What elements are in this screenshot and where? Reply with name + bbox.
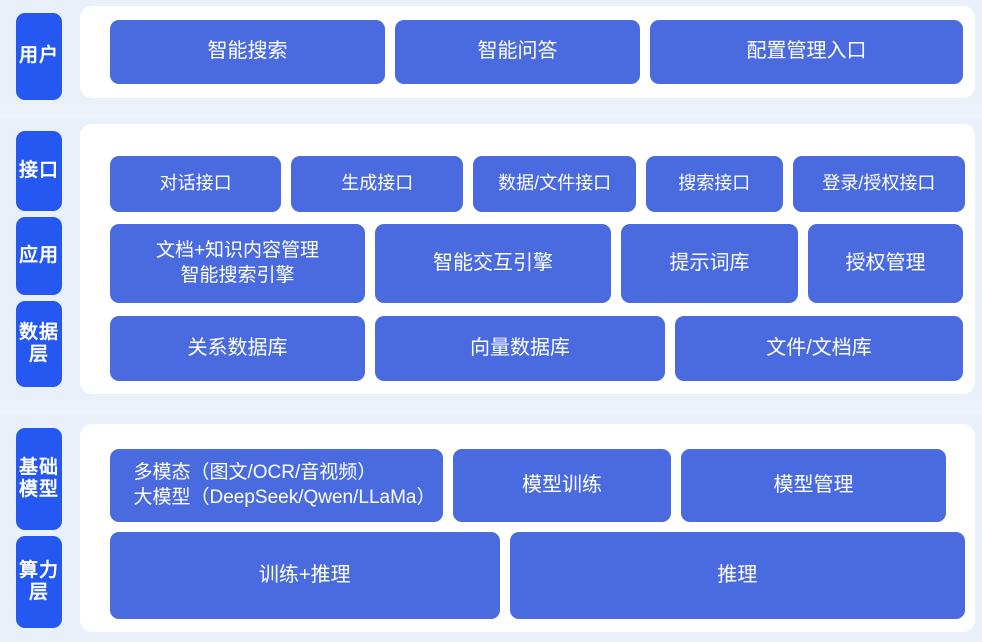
box-authorization-management[interactable]: 授权管理	[808, 224, 963, 303]
box-vector-database[interactable]: 向量数据库	[375, 316, 665, 381]
box-search-interface[interactable]: 搜索接口	[645, 156, 783, 212]
tab-foundation-model[interactable]: 基础模型	[16, 428, 62, 530]
tab-column-middle: 接口 应用 数据层	[16, 131, 62, 387]
panel-user: 智能搜索 智能问答 配置管理入口	[80, 6, 975, 98]
box-relational-database[interactable]: 关系数据库	[110, 316, 365, 381]
box-model-training[interactable]: 模型训练	[453, 449, 671, 522]
box-dialog-interface[interactable]: 对话接口	[110, 156, 282, 212]
box-login-auth-interface[interactable]: 登录/授权接口	[792, 156, 965, 212]
box-multimodal-large-model[interactable]: 多模态（图文/OCR/音视频） 大模型（DeepSeek/Qwen/LLaMa）	[110, 449, 443, 522]
box-inference[interactable]: 推理	[509, 532, 965, 619]
box-prompt-library[interactable]: 提示词库	[621, 224, 798, 303]
tab-interface[interactable]: 接口	[16, 131, 62, 211]
box-intelligent-interaction-engine[interactable]: 智能交互引擎	[375, 224, 611, 303]
tab-user[interactable]: 用户	[16, 13, 62, 100]
box-generation-interface[interactable]: 生成接口	[291, 156, 464, 212]
box-model-management[interactable]: 模型管理	[681, 449, 946, 522]
section-user: 用户 智能搜索 智能问答 配置管理入口	[0, 0, 982, 104]
row-user: 智能搜索 智能问答 配置管理入口	[110, 20, 965, 84]
box-config-management-entry[interactable]: 配置管理入口	[650, 20, 963, 84]
row-foundation: 多模态（图文/OCR/音视频） 大模型（DeepSeek/Qwen/LLaMa）…	[110, 449, 965, 522]
panel-bottom: 多模态（图文/OCR/音视频） 大模型（DeepSeek/Qwen/LLaMa）…	[80, 424, 975, 632]
box-intelligent-qa[interactable]: 智能问答	[395, 20, 640, 84]
box-data-file-interface[interactable]: 数据/文件接口	[473, 156, 636, 212]
panel-middle: 对话接口 生成接口 数据/文件接口 搜索接口 登录/授权接口 文档+知识内容管理…	[80, 124, 975, 394]
box-intelligent-search[interactable]: 智能搜索	[110, 20, 385, 84]
tab-column-user: 用户	[16, 13, 62, 100]
row-application: 文档+知识内容管理 智能搜索引擎 智能交互引擎 提示词库 授权管理	[110, 224, 965, 303]
box-document-knowledge-management[interactable]: 文档+知识内容管理 智能搜索引擎	[110, 224, 365, 303]
row-compute: 训练+推理 推理	[110, 532, 965, 619]
tab-compute-layer[interactable]: 算力层	[16, 536, 62, 628]
box-file-document-store[interactable]: 文件/文档库	[675, 316, 963, 381]
tab-column-bottom: 基础模型 算力层	[16, 428, 62, 628]
row-interface: 对话接口 生成接口 数据/文件接口 搜索接口 登录/授权接口	[110, 156, 965, 212]
row-data: 关系数据库 向量数据库 文件/文档库	[110, 316, 965, 381]
section-middle: 接口 应用 数据层 对话接口 生成接口 数据/文件接口 搜索接口 登录/授权接口…	[0, 118, 982, 400]
tab-application[interactable]: 应用	[16, 217, 62, 295]
section-bottom: 基础模型 算力层 多模态（图文/OCR/音视频） 大模型（DeepSeek/Qw…	[0, 414, 982, 642]
box-training-inference[interactable]: 训练+推理	[110, 532, 500, 619]
tab-data-layer[interactable]: 数据层	[16, 301, 62, 387]
